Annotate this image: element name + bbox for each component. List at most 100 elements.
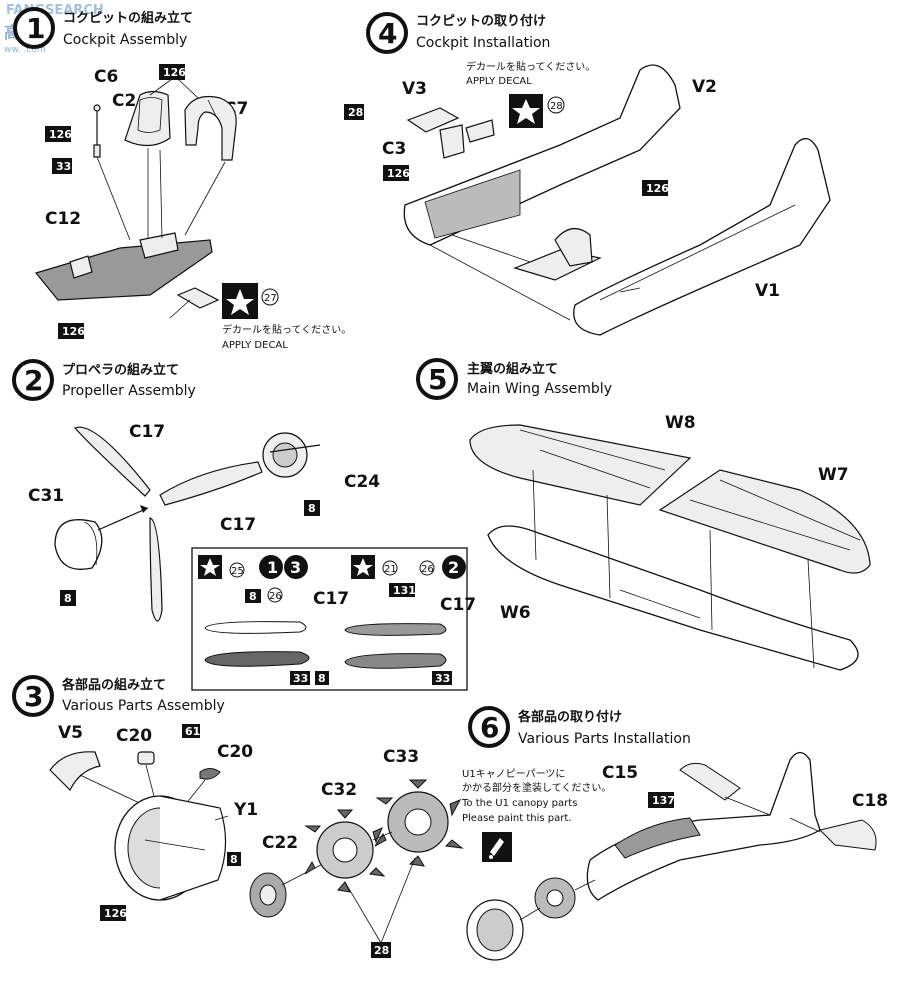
step-1: 1 コクピットの組み立て Cockpit Assembly C6 C2 C7 C… xyxy=(13,7,351,351)
engine-front-row xyxy=(374,779,464,867)
part-label-c31: C31 xyxy=(28,486,64,506)
step-1-badge xyxy=(13,7,55,49)
step-5-title-en: Main Wing Assembly xyxy=(467,381,612,397)
step-6-number: 6 xyxy=(480,711,499,744)
paint-note-jp-2: かかる部分を塗装してください。 xyxy=(462,781,611,794)
paint-code-box xyxy=(52,158,72,174)
decal-number: 26 xyxy=(269,591,282,602)
fuselage-half-right xyxy=(573,138,831,336)
decal-note-en: APPLY DECAL xyxy=(222,340,288,351)
step-6: 6 各部品の取り付け Various Parts Installation U1… xyxy=(461,706,888,961)
part-label-c17: C17 xyxy=(313,589,349,609)
canopy-area xyxy=(614,817,701,859)
assembly-line xyxy=(807,559,815,669)
part-label-v3: V3 xyxy=(402,79,427,99)
step-5-title-jp: 主翼の組み立て xyxy=(467,361,558,377)
propeller-blade xyxy=(159,461,263,506)
decal-number: 27 xyxy=(264,293,277,304)
paint-code: 137 xyxy=(652,794,675,807)
decal-number: 28 xyxy=(550,101,563,112)
lower-wing xyxy=(487,525,859,671)
instrument-panel-part xyxy=(406,107,460,133)
propeller-blade xyxy=(73,426,151,497)
step-1-number: 1 xyxy=(26,12,45,45)
blade-diagram-grey xyxy=(344,623,447,636)
decal-note-jp: デカールを貼ってください。 xyxy=(222,323,351,336)
part-label-c15: C15 xyxy=(602,763,638,783)
part-label-c6: C6 xyxy=(94,67,118,87)
paint-code-box xyxy=(58,323,84,339)
paint-code: 33 xyxy=(435,672,450,685)
part-label-c2: C2 xyxy=(112,91,136,111)
bulkhead-part xyxy=(184,95,237,161)
engine-rear-row xyxy=(304,809,386,893)
part-label-c17: C17 xyxy=(129,422,165,442)
paint-note-en-2: Please paint this part. xyxy=(462,813,571,824)
decal-number: 21 xyxy=(384,564,397,575)
step-3-title-jp: 各部品の組み立て xyxy=(61,677,166,693)
step-4-number: 4 xyxy=(378,17,397,50)
upper-wing-left xyxy=(469,424,692,506)
step-5-number: 5 xyxy=(428,363,447,396)
paint-code: 8 xyxy=(64,592,72,605)
watermark-site: ww. .com xyxy=(4,45,46,55)
variant-mark: 1 xyxy=(267,558,278,577)
step-3: 3 各部品の組み立て Various Parts Assembly V5 C20… xyxy=(12,675,464,958)
decal-placement xyxy=(176,287,220,309)
paint-code: 126 xyxy=(62,325,85,338)
assembly-line xyxy=(159,149,163,239)
step-4-title-jp: コクピットの取り付け xyxy=(416,13,546,29)
part-label-v5: V5 xyxy=(58,723,83,743)
part-label-c20: C20 xyxy=(217,742,253,762)
decal-note-jp: デカールを貼ってください。 xyxy=(466,60,595,73)
paint-code: 8 xyxy=(308,502,316,515)
blade-diagram-dark xyxy=(204,651,310,667)
seat-cushion xyxy=(137,97,163,133)
paint-code: 126 xyxy=(104,907,127,920)
assembly-line xyxy=(184,161,226,236)
part-label-y1: Y1 xyxy=(233,800,258,820)
paint-code: 28 xyxy=(374,944,389,957)
part-label-c20: C20 xyxy=(116,726,152,746)
paint-code: 33 xyxy=(56,160,71,173)
upper-wing-right xyxy=(658,469,871,574)
paint-note-en-1: To the U1 canopy parts xyxy=(461,798,577,809)
part-label-c17: C17 xyxy=(220,515,256,535)
step-2-title-en: Propeller Assembly xyxy=(62,383,196,399)
step-6-title-en: Various Parts Installation xyxy=(518,731,691,747)
paint-code: 33 xyxy=(293,672,308,685)
cockpit-floor-part xyxy=(34,239,213,301)
part-label-c33: C33 xyxy=(383,747,419,767)
part-label-c24: C24 xyxy=(344,472,380,492)
part-label-c3: C3 xyxy=(382,139,406,159)
paint-code-box xyxy=(159,64,185,80)
assembly-line xyxy=(532,469,537,561)
step-4-title-en: Cockpit Installation xyxy=(416,35,550,51)
step-4: 4 コクピットの取り付け Cockpit Installation デカールを貼… xyxy=(344,12,831,336)
decal-number: 25 xyxy=(231,566,244,577)
assembly-line xyxy=(606,494,611,599)
paint-code: 131 xyxy=(393,584,416,597)
part-label-v2: V2 xyxy=(692,77,717,97)
part-label-w8: W8 xyxy=(665,413,696,433)
assembly-line xyxy=(96,156,131,241)
step-6-title-jp: 各部品の取り付け xyxy=(517,709,622,725)
decal-number: 26 xyxy=(421,564,434,575)
decal-note-en: APPLY DECAL xyxy=(466,76,532,87)
exhaust-part xyxy=(199,768,221,780)
spinner-part xyxy=(54,519,103,570)
paint-note-jp-1: U1キャノピーパーツに xyxy=(462,768,565,780)
seat-part xyxy=(124,90,171,147)
paint-code: 61 xyxy=(185,725,200,738)
part-label-c32: C32 xyxy=(321,780,357,800)
part-label-w7: W7 xyxy=(818,465,849,485)
step-1-title-jp: コクピットの組み立て xyxy=(63,10,193,26)
horizontal-stabilizer xyxy=(819,819,877,851)
cockpit-interior-area xyxy=(424,169,521,239)
step-2: 2 プロペラの組み立て Propeller Assembly C17 C31 C… xyxy=(12,359,476,691)
step-3-title-en: Various Parts Assembly xyxy=(62,698,225,714)
step-2-number: 2 xyxy=(24,364,43,397)
blade-diagram-grey xyxy=(344,653,447,669)
control-stick-part xyxy=(93,104,101,158)
